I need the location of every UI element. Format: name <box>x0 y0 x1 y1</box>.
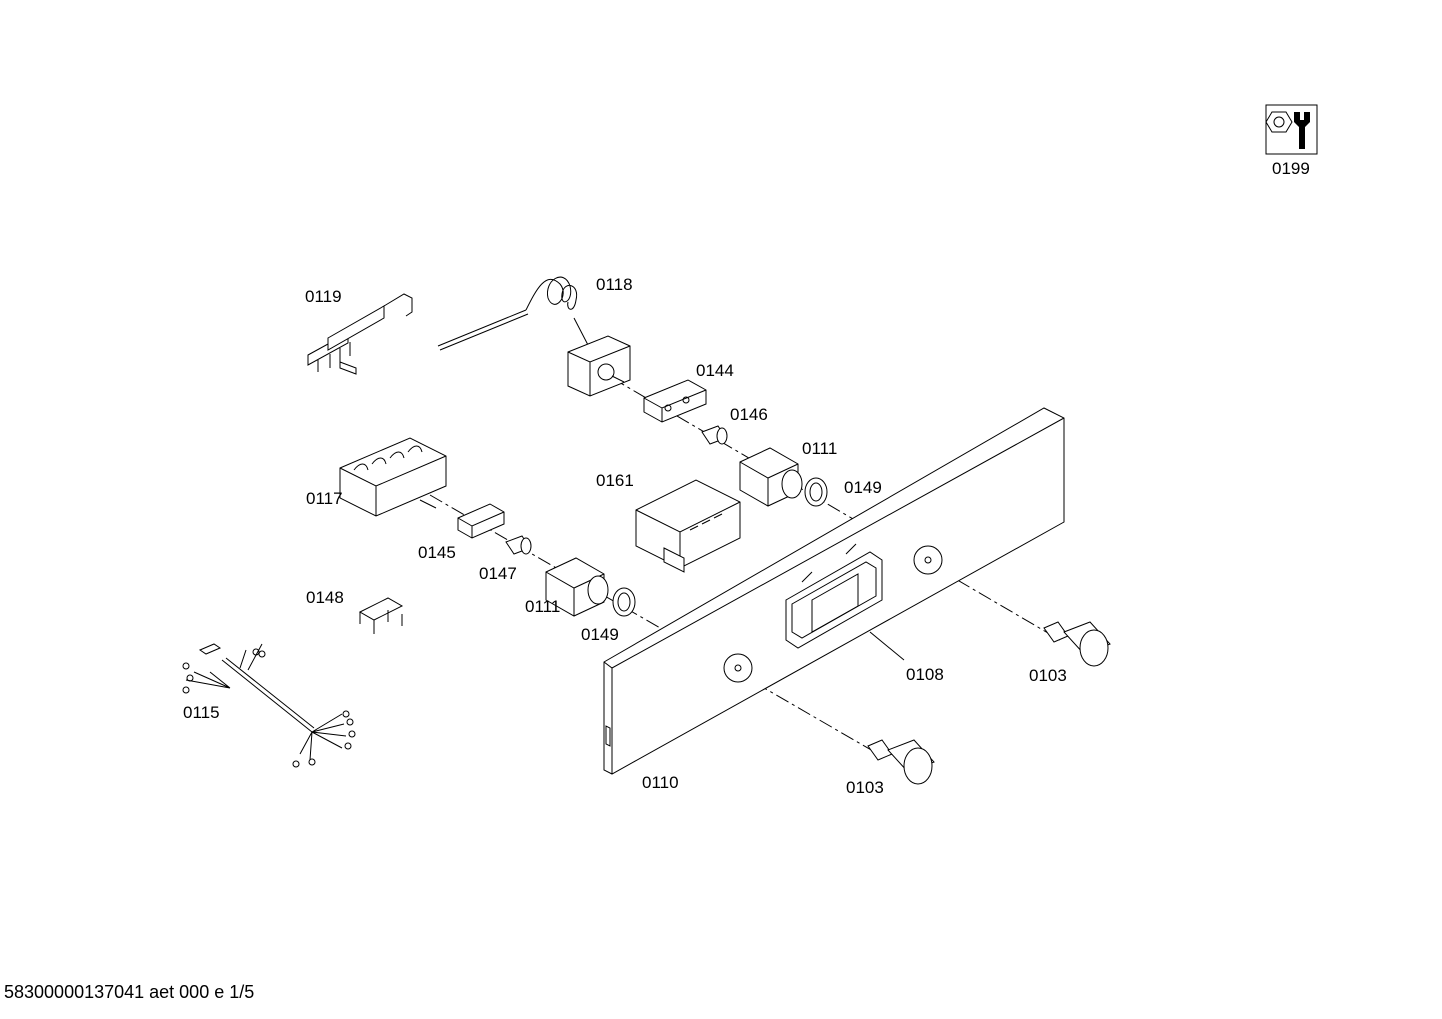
assembly-axis-lower <box>429 494 881 756</box>
part-0146-plug[interactable] <box>701 425 728 445</box>
part-label-0149-lower[interactable]: 0149 <box>581 625 619 644</box>
assembly-axis-upper <box>611 377 1061 641</box>
part-label-0144[interactable]: 0144 <box>696 361 734 380</box>
part-0103-knob-right[interactable] <box>1043 621 1111 667</box>
part-label-0110[interactable]: 0110 <box>642 773 679 792</box>
part-0119-bracket[interactable] <box>307 293 413 375</box>
part-0117-selector-switch[interactable] <box>339 437 447 517</box>
part-label-0111-lower[interactable]: 0111 <box>525 597 560 616</box>
part-label-0115[interactable]: 0115 <box>183 703 220 722</box>
part-0108-display[interactable] <box>785 543 905 661</box>
part-0161-control-module[interactable] <box>635 479 741 573</box>
part-label-0161[interactable]: 0161 <box>596 471 634 490</box>
part-0115-wiring-harness[interactable] <box>182 643 356 768</box>
part-0145-bracket[interactable] <box>457 503 505 539</box>
part-0149-upper-ring[interactable] <box>804 477 828 507</box>
part-0111-upper-potentiometer[interactable] <box>739 447 803 507</box>
part-label-0146[interactable]: 0146 <box>730 405 768 424</box>
part-0148-clip[interactable] <box>358 597 404 634</box>
part-label-0108[interactable]: 0108 <box>906 665 944 684</box>
part-0111-lower-potentiometer[interactable] <box>545 557 609 617</box>
part-0144-bracket[interactable] <box>643 379 707 423</box>
part-label-0117[interactable]: 0117 <box>306 489 343 508</box>
document-footer: 58300000137041 aet 000 e 1/5 <box>4 982 254 1002</box>
part-label-0147[interactable]: 0147 <box>479 564 517 583</box>
service-tools-icon[interactable] <box>1265 104 1318 155</box>
part-0147-plug[interactable] <box>505 535 532 555</box>
part-label-0103-lower[interactable]: 0103 <box>846 778 884 797</box>
part-0103-knob-lower[interactable] <box>867 739 935 785</box>
part-label-0119[interactable]: 0119 <box>305 287 342 306</box>
part-label-0103-right[interactable]: 0103 <box>1029 666 1067 685</box>
part-label-0118[interactable]: 0118 <box>596 275 633 294</box>
part-label-0149-upper[interactable]: 0149 <box>844 478 882 497</box>
part-0118-thermostat[interactable] <box>437 276 631 397</box>
part-0149-lower-ring[interactable] <box>612 587 636 617</box>
part-label-0145[interactable]: 0145 <box>418 543 456 562</box>
part-label-0148[interactable]: 0148 <box>306 588 344 607</box>
part-label-0199[interactable]: 0199 <box>1272 159 1310 178</box>
part-label-0111-upper[interactable]: 0111 <box>802 439 837 458</box>
